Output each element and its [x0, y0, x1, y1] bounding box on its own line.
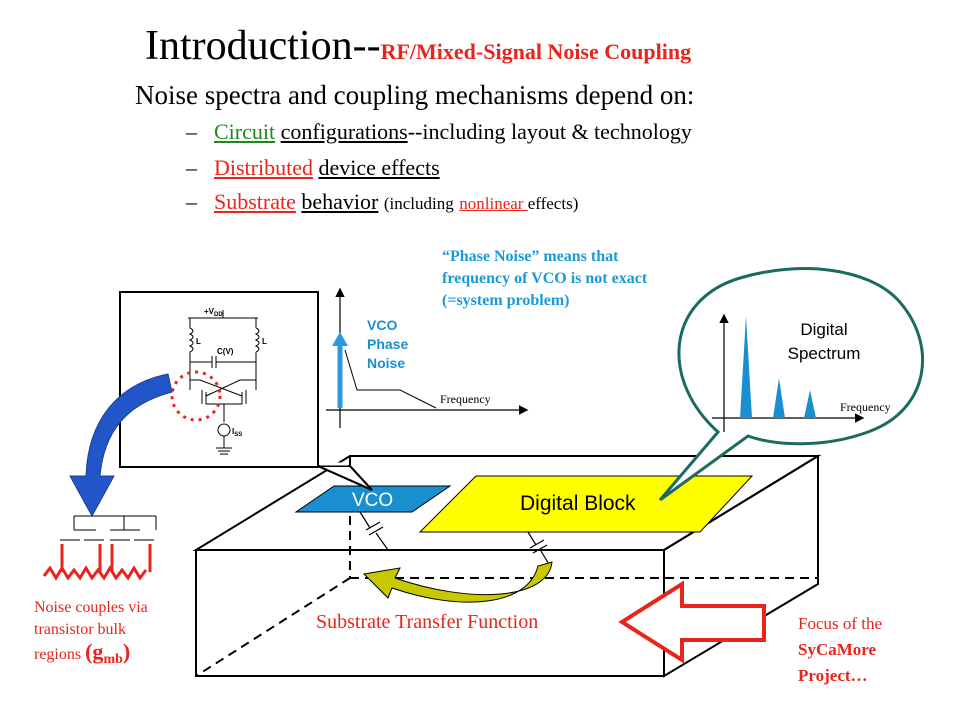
bullet-substrate: –Substrate behavior (including nonlinear…	[186, 189, 578, 215]
bulk-transistors	[60, 515, 157, 541]
bullet-behavior-word: behavior	[301, 189, 379, 214]
vco-phase-label-line: VCO	[367, 317, 398, 333]
digital-spectrum-line: Digital	[800, 320, 848, 339]
vco-block	[294, 485, 452, 513]
schematic-l-left: L	[196, 337, 201, 346]
noise-couples-regions: regions	[34, 646, 82, 663]
noise-couples-line: regions (gmb)	[34, 641, 148, 671]
bullet-circuit-rest: --including layout & technology	[407, 119, 692, 144]
slide-title: Introduction--RF/Mixed-Signal Noise Coup…	[145, 22, 691, 70]
bullet-circuit-word: Circuit	[214, 119, 276, 144]
bullet-dash: –	[186, 189, 197, 214]
subtitle: Noise spectra and coupling mechanisms de…	[135, 80, 695, 110]
frequency-axis-label: Frequency	[440, 392, 491, 406]
schematic-vdd: +VDD	[204, 307, 223, 318]
vco-schematic	[188, 310, 260, 455]
digital-spectrum-label: Digital Spectrum	[762, 318, 886, 366]
bulk-noise-wiggles	[42, 544, 152, 581]
digital-spectrum-chart	[712, 313, 865, 432]
digital-spectrum-bubble	[658, 267, 925, 502]
bullet-dash: –	[186, 119, 197, 144]
transistor-highlight-circle	[170, 370, 222, 422]
schematic-l-right: L	[262, 337, 267, 346]
focus-project: Project…	[798, 666, 868, 685]
gmb-close: )	[122, 639, 131, 664]
focus-note: Focus of the SyCaMore Project…	[798, 611, 882, 689]
bullet-configurations-word: configurations	[280, 119, 408, 144]
vco-phase-label-line: Noise	[367, 355, 406, 371]
schematic-cap: C(V)	[217, 347, 234, 356]
capacitor-vco	[359, 511, 389, 551]
vco-phase-label-line: Phase	[367, 336, 409, 352]
noise-couples-line: Noise couples via	[34, 599, 148, 616]
bullet-circuit: –Circuit configurations--including layou…	[186, 119, 692, 145]
substrate-coupling-arrow	[362, 561, 553, 603]
title-main: Introduction--	[145, 23, 381, 69]
noise-couples-line: transistor bulk	[34, 621, 126, 638]
noise-couples-note: Noise couples via transistor bulk region…	[34, 597, 148, 671]
bullet-including: (including	[383, 194, 454, 213]
bullet-distributed-word: Distributed	[214, 155, 313, 180]
focus-sycamore: SyCaMore	[798, 640, 877, 659]
bullet-distributed: –Distributed device effects	[186, 155, 440, 181]
vco-phase-noise-label: VCO Phase Noise	[367, 316, 408, 373]
gmb-subscript: mb	[103, 652, 123, 667]
digital-spectrum-line: Spectrum	[787, 344, 861, 363]
gmb-symbol: (gmb)	[85, 639, 131, 668]
focus-line: SyCaMore	[798, 637, 882, 663]
bullet-effects: effects)	[527, 194, 579, 213]
bullet-nonlinear-word: nonlinear	[459, 194, 528, 213]
bullet-dash: –	[186, 155, 197, 180]
frequency-axis-label: Frequency	[840, 400, 891, 414]
focus-line: Project…	[798, 663, 882, 689]
gmb-text: (g	[85, 639, 104, 664]
focus-line: Focus of the	[798, 614, 883, 633]
phase-noise-note: “Phase Noise” means that frequency of VC…	[442, 248, 648, 309]
schematic-iss: ISS	[232, 427, 242, 438]
vco-block-label: VCO	[352, 490, 394, 511]
bullet-substrate-word: Substrate	[214, 189, 296, 214]
title-sub: RF/Mixed-Signal Noise Coupling	[380, 39, 692, 64]
digital-block-label: Digital Block	[520, 492, 636, 515]
bullet-distributed-rest: device effects	[318, 155, 440, 180]
phase-noise-chart	[326, 287, 529, 428]
substrate-transfer-label: Substrate Transfer Function	[316, 611, 539, 633]
focus-arrow	[618, 580, 766, 664]
